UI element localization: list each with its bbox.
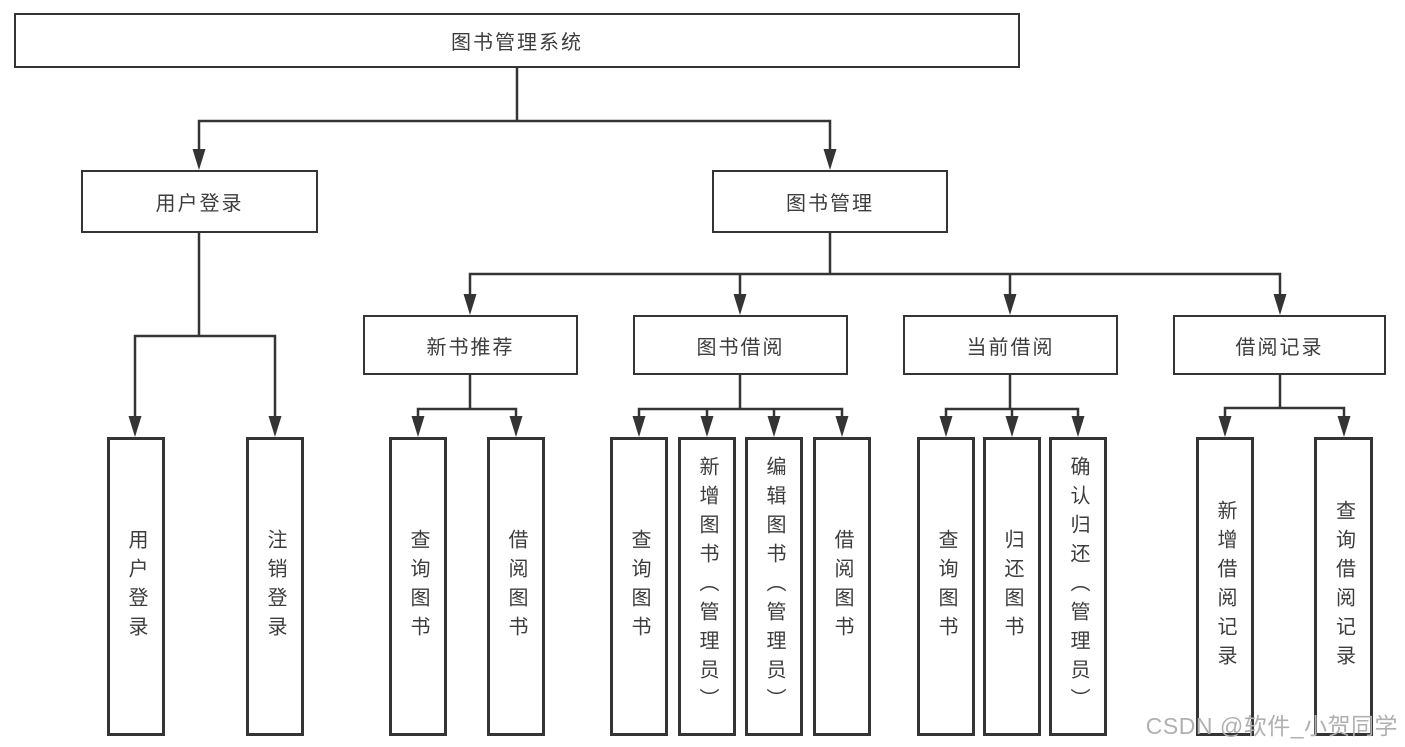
leaf-borrow-books-2: 借阅图书 (813, 437, 871, 736)
arrowhead (767, 416, 781, 437)
node-new-book-recommendation: 新书推荐 (363, 315, 578, 375)
connector-arrowheads (128, 149, 1351, 437)
arrowhead (835, 416, 849, 437)
leaf-edit-books-admin: 编辑图书（管理员） (745, 437, 803, 736)
connector-paths (133, 66, 1346, 422)
arrowhead (1003, 294, 1017, 315)
node-label: 查询图书 (628, 528, 650, 645)
arrowhead (823, 149, 837, 170)
node-label: 借阅图书 (505, 528, 527, 645)
connector-new-book-split (416, 373, 518, 422)
node-root-system: 图书管理系统 (14, 13, 1020, 68)
arrowhead (509, 416, 523, 437)
arrowhead (1273, 294, 1287, 315)
leaf-query-books-1: 查询图书 (389, 437, 447, 736)
arrowhead (411, 416, 425, 437)
node-label: 查询图书 (407, 528, 429, 645)
leaf-confirm-return-admin: 确认归还（管理员） (1049, 437, 1107, 736)
node-label: 确认归还（管理员） (1067, 456, 1089, 717)
leaf-logout: 注销登录 (246, 437, 304, 736)
node-label: 当前借阅 (966, 336, 1055, 359)
leaf-add-borrow-record: 新增借阅记录 (1196, 437, 1254, 736)
arrowhead (463, 294, 477, 315)
node-label: 归还图书 (1001, 528, 1023, 645)
node-user-login-branch: 用户登录 (81, 170, 318, 233)
connector-book-borrow-split (637, 373, 844, 422)
connector-borrow-records-split (1223, 373, 1346, 422)
arrowhead (192, 149, 206, 170)
node-borrowing-records: 借阅记录 (1173, 315, 1386, 375)
node-label: 用户登录 (155, 193, 244, 215)
leaf-return-books: 归还图书 (983, 437, 1041, 736)
node-current-borrowing: 当前借阅 (903, 315, 1118, 375)
node-label: 新增图书（管理员） (696, 456, 718, 717)
connector-root-split (197, 66, 832, 154)
arrowhead (268, 416, 282, 437)
node-label: 图书管理系统 (451, 32, 583, 54)
leaf-add-books-admin: 新增图书（管理员） (678, 437, 736, 736)
node-label: 新增借阅记录 (1214, 499, 1236, 674)
node-label: 图书管理 (786, 193, 874, 215)
leaf-query-books-3: 查询图书 (917, 437, 975, 736)
connector-current-borrow-split (944, 373, 1080, 422)
leaf-query-books-2: 查询图书 (610, 437, 668, 736)
node-book-management-branch: 图书管理 (712, 170, 948, 233)
connector-book-mgmt-split (468, 231, 1282, 299)
arrowhead (632, 416, 646, 437)
node-label: 新书推荐 (426, 336, 515, 359)
node-label: 查询借阅记录 (1332, 499, 1355, 674)
node-label: 借阅图书 (831, 528, 853, 645)
arrowhead (939, 416, 953, 437)
arrowhead (1005, 416, 1019, 437)
node-label: 借阅记录 (1235, 336, 1324, 359)
arrowhead (128, 416, 142, 437)
node-label: 用户登录 (125, 528, 147, 645)
arrowhead (700, 416, 714, 437)
node-book-borrowing: 图书借阅 (633, 315, 848, 375)
leaf-borrow-books-1: 借阅图书 (487, 437, 545, 736)
node-label: 查询图书 (935, 528, 957, 645)
node-label: 编辑图书（管理员） (763, 456, 785, 717)
leaf-user-login: 用户登录 (107, 437, 165, 736)
arrowhead (1337, 416, 1351, 437)
connector-user-login-split (133, 231, 277, 422)
leaf-query-borrow-record: 查询借阅记录 (1314, 437, 1373, 736)
arrowhead (1071, 416, 1085, 437)
arrowhead (733, 294, 747, 315)
node-label: 图书借阅 (696, 336, 785, 359)
node-label: 注销登录 (264, 528, 286, 645)
arrowhead (1218, 416, 1232, 437)
